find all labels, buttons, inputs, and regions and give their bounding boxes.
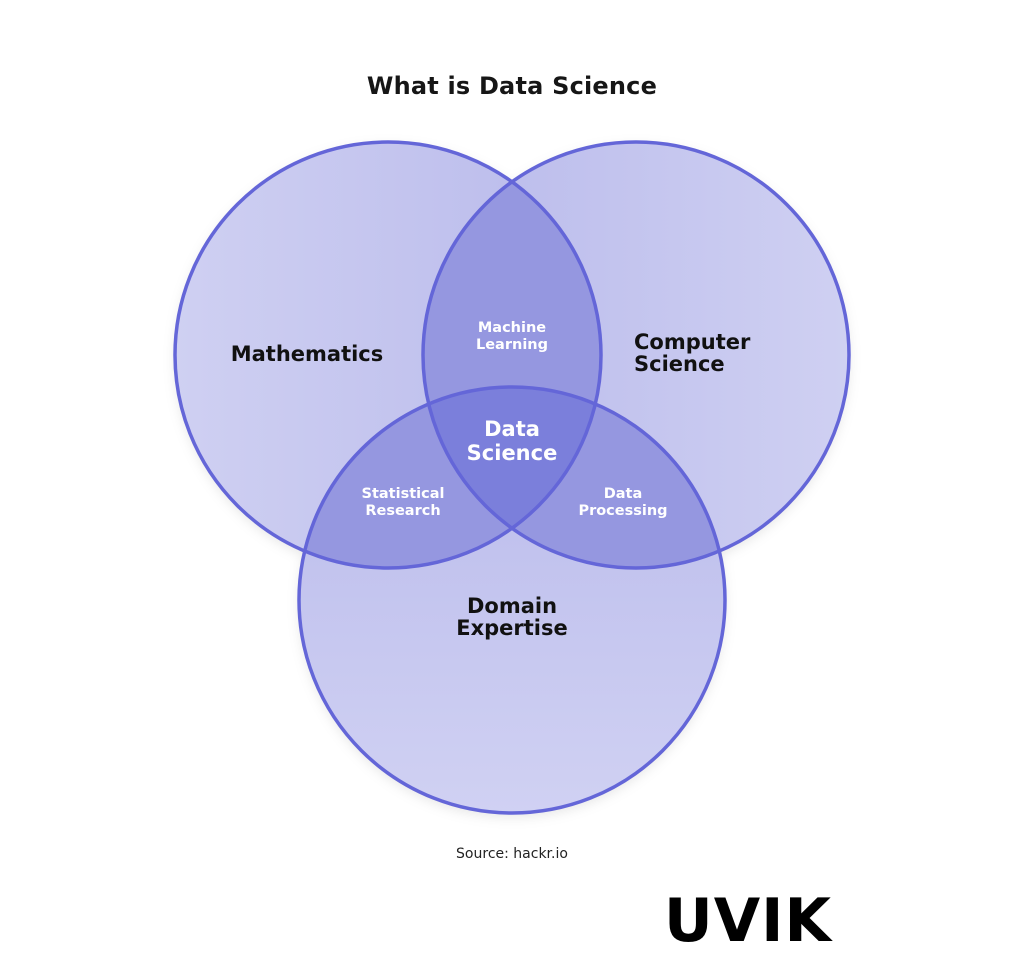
data-processing-region bbox=[423, 387, 725, 568]
domain-expertise-label: Domain Expertise bbox=[456, 594, 568, 641]
mathematics-label: Mathematics bbox=[230, 342, 384, 366]
diagram-title: What is Data Science bbox=[366, 72, 658, 100]
statistical-research-region bbox=[299, 387, 601, 568]
machine-learning-label: Machine Learning bbox=[475, 320, 548, 354]
statistical-research-label: Statistical Research bbox=[361, 486, 445, 520]
source-caption: Source: hackr.io bbox=[456, 846, 568, 862]
data-processing-label: Data Processing bbox=[578, 486, 668, 520]
data-science-label: Data Science bbox=[466, 417, 558, 466]
computer-science-label: Computer Science bbox=[634, 330, 751, 377]
uvik-logo: UVIK bbox=[664, 886, 832, 956]
